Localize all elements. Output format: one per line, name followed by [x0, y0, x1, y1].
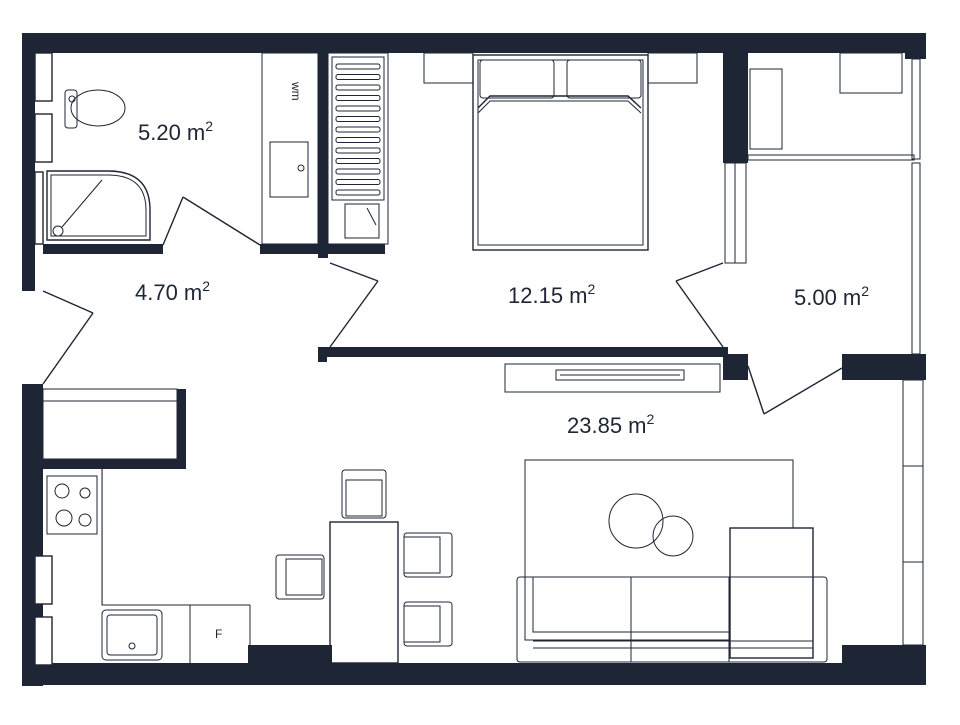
hanger — [335, 158, 381, 164]
sink-icon — [269, 141, 309, 198]
tv-unit-icon — [504, 363, 721, 393]
dining-table-icon — [275, 469, 453, 664]
hanger — [335, 95, 381, 101]
living-balcony-door — [747, 365, 843, 415]
kitchen: F — [42, 388, 251, 663]
hanger — [335, 74, 381, 80]
balcony-area: 5.00 m2 — [794, 283, 869, 310]
wardrobe — [327, 52, 389, 245]
hanger — [335, 189, 381, 196]
bathroom: wm — [46, 52, 319, 246]
toilet-icon — [64, 89, 126, 129]
area-labels: 5.20 m2 4.70 m2 12.15 m2 5.00 m2 23.85 m… — [135, 118, 869, 438]
hanger — [335, 63, 381, 70]
balcony-door — [675, 262, 724, 348]
washing-machine-label: wm — [289, 81, 303, 101]
hanger — [335, 116, 381, 122]
hob-icon — [46, 475, 98, 535]
bed-icon — [423, 52, 698, 251]
bedroom-door — [329, 262, 379, 348]
hanger — [335, 179, 381, 185]
sofa-icon — [516, 527, 828, 663]
hanger — [335, 84, 381, 91]
left-windows — [34, 52, 53, 666]
bathroom-area: 5.20 m2 — [138, 118, 213, 145]
living-room — [275, 363, 828, 664]
living-area: 23.85 m2 — [567, 411, 655, 438]
shower-icon — [46, 170, 151, 241]
entrance-door — [42, 290, 94, 385]
balcony — [747, 52, 903, 415]
hanger — [335, 126, 381, 133]
hanger — [335, 147, 381, 154]
hanger — [335, 137, 381, 143]
bathroom-door — [162, 196, 261, 246]
kitchen-sink-icon — [101, 609, 163, 661]
walls — [22, 33, 926, 686]
hanger — [335, 168, 381, 175]
fridge-label: F — [215, 627, 222, 641]
right-glazing — [724, 58, 924, 646]
bedroom — [329, 52, 724, 348]
hanger — [335, 105, 381, 112]
hallway-area: 4.70 m2 — [135, 278, 210, 305]
bedroom-area: 12.15 m2 — [508, 281, 596, 308]
